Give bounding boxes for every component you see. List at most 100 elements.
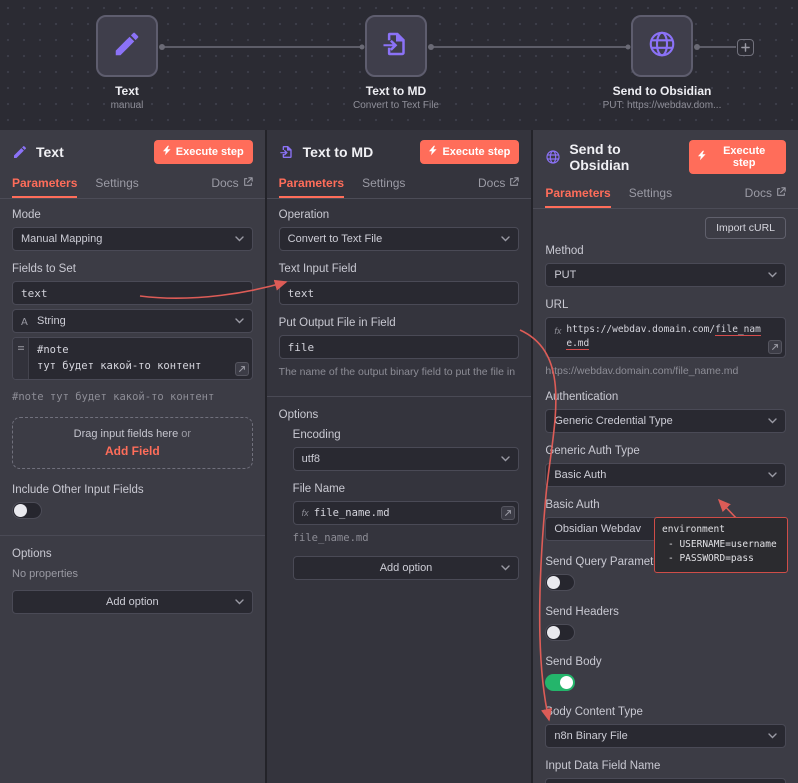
execute-step-button[interactable]: Execute step: [420, 140, 520, 164]
panel-tabs: Parameters Settings Docs: [533, 178, 798, 209]
url-label: URL: [545, 299, 569, 311]
drag-input-fields-dropzone[interactable]: Drag input fields here or Add Field: [12, 416, 253, 469]
url-value: https://webdav.domain.com/: [566, 324, 716, 335]
encoding-label: Encoding: [292, 429, 341, 442]
globe-icon: [647, 29, 677, 64]
field-type-select[interactable]: A String: [12, 309, 253, 333]
node-text-box[interactable]: [96, 15, 158, 77]
or-text: or: [181, 427, 192, 440]
chevron-down-icon: [768, 418, 777, 424]
panel-send-to-obsidian: Send to Obsidian Execute step Parameters…: [531, 130, 798, 783]
node-title: Text to MD: [365, 84, 427, 98]
basic-auth-credential-label: Basic Auth: [545, 498, 600, 511]
panel-title: Text: [36, 144, 64, 160]
options-label: Options: [278, 409, 319, 422]
external-link-icon: [776, 186, 786, 200]
node-text-to-md-box[interactable]: [365, 15, 427, 77]
tab-docs[interactable]: Docs: [745, 180, 786, 208]
generic-auth-type-select[interactable]: Basic Auth: [545, 462, 787, 487]
tab-settings[interactable]: Settings: [95, 176, 139, 190]
panel-text-to-md: Text to MD Execute step Parameters Setti…: [264, 130, 532, 783]
expand-expression-icon[interactable]: [234, 361, 249, 376]
execute-step-button[interactable]: Execute step: [689, 140, 787, 174]
credential-value: Obsidian Webdav: [554, 522, 641, 535]
import-curl-button[interactable]: Import cURL: [705, 217, 787, 239]
send-headers-label: Send Headers: [545, 605, 619, 618]
execute-step-label: Execute step: [442, 146, 511, 158]
file-export-icon: [381, 29, 411, 64]
body-content-type-select[interactable]: n8n Binary File: [545, 723, 787, 748]
field-row: A String #note тут будет какой-то контен…: [12, 281, 253, 405]
tab-docs[interactable]: Docs: [211, 170, 253, 198]
put-output-file-input[interactable]: [278, 335, 520, 359]
tab-settings[interactable]: Settings: [362, 176, 406, 190]
expression-fx-icon: fx: [301, 508, 309, 519]
authentication-value: Generic Credential Type: [554, 414, 673, 427]
node-subtitle: manual: [110, 100, 144, 111]
body-content-type-label: Body Content Type: [545, 705, 643, 718]
tab-parameters[interactable]: Parameters: [545, 180, 610, 208]
node-send-to-obsidian-box[interactable]: [631, 15, 693, 77]
mode-select[interactable]: Manual Mapping: [12, 227, 253, 251]
credential-select[interactable]: Obsidian Webdav: [545, 516, 766, 541]
include-other-fields-toggle[interactable]: [12, 501, 42, 519]
file-export-icon: [279, 144, 295, 160]
tab-parameters[interactable]: Parameters: [279, 170, 344, 198]
authentication-label: Authentication: [545, 390, 619, 403]
tab-docs-label: Docs: [211, 176, 239, 190]
file-name-value: file_name.md: [313, 507, 390, 520]
node-send-to-obsidian[interactable]: Send to Obsidian PUT: https://webdav.dom…: [587, 15, 737, 111]
tab-settings[interactable]: Settings: [628, 186, 673, 200]
send-body-toggle[interactable]: [545, 673, 576, 691]
expand-expression-icon[interactable]: [768, 339, 783, 354]
chevron-down-icon: [501, 565, 511, 571]
encoding-value: utf8: [301, 453, 321, 466]
chevron-down-icon: [501, 456, 511, 462]
field-value-editor[interactable]: #note тут будет какой-то контент: [12, 337, 253, 380]
bolt-icon: [429, 145, 438, 159]
add-node-button[interactable]: [737, 39, 754, 56]
encoding-select[interactable]: utf8: [292, 447, 520, 472]
method-select[interactable]: PUT: [545, 263, 787, 287]
node-connections: [159, 44, 736, 50]
fields-to-set-label: Fields to Set: [12, 263, 76, 275]
send-query-params-toggle[interactable]: [545, 573, 576, 591]
file-name-hint: file_name.md: [292, 532, 369, 545]
equals-gutter-icon: [13, 338, 29, 379]
file-name-label: File Name: [292, 483, 346, 496]
method-label: Method: [545, 245, 584, 257]
section-divider: [0, 534, 265, 536]
pencil-icon: [12, 144, 28, 160]
edit-credential-icon[interactable]: [773, 522, 786, 535]
execute-step-button[interactable]: Execute step: [153, 140, 253, 164]
node-text[interactable]: Text manual: [52, 15, 202, 111]
workflow-canvas[interactable]: Text manual Text to MD Convert to Text F…: [0, 0, 798, 130]
url-expression-input[interactable]: fx https://webdav.domain.com/file_name.m…: [545, 317, 787, 358]
method-value: PUT: [554, 269, 577, 281]
add-option-select[interactable]: Add option: [12, 589, 253, 614]
input-data-field-name-input[interactable]: [545, 777, 787, 783]
expand-expression-icon[interactable]: [501, 506, 516, 521]
field-value-hint: #note тут будет какой-то контент: [12, 390, 215, 403]
mode-value: Manual Mapping: [21, 233, 103, 245]
send-query-params-label: Send Query Parameters: [545, 555, 670, 568]
file-name-expression-input[interactable]: fx file_name.md: [292, 501, 520, 526]
expression-fx-icon: fx: [554, 326, 562, 336]
field-name-input[interactable]: [12, 281, 253, 305]
add-option-select[interactable]: Add option: [292, 556, 520, 581]
execute-step-label: Execute step: [723, 145, 766, 169]
tab-docs[interactable]: Docs: [478, 170, 520, 198]
no-properties-text: No properties: [12, 567, 79, 580]
chevron-down-icon: [768, 272, 777, 278]
operation-select[interactable]: Convert to Text File: [278, 227, 520, 251]
authentication-select[interactable]: Generic Credential Type: [545, 408, 787, 433]
node-text-to-md[interactable]: Text to MD Convert to Text File: [321, 15, 471, 111]
chevron-down-icon: [234, 236, 244, 242]
add-field-button[interactable]: Add Field: [105, 443, 160, 458]
globe-icon: [545, 149, 561, 165]
bolt-icon: [698, 150, 706, 164]
tab-parameters[interactable]: Parameters: [12, 170, 77, 198]
send-headers-toggle[interactable]: [545, 623, 576, 641]
text-input-field[interactable]: [278, 281, 520, 305]
operation-label: Operation: [278, 209, 330, 221]
